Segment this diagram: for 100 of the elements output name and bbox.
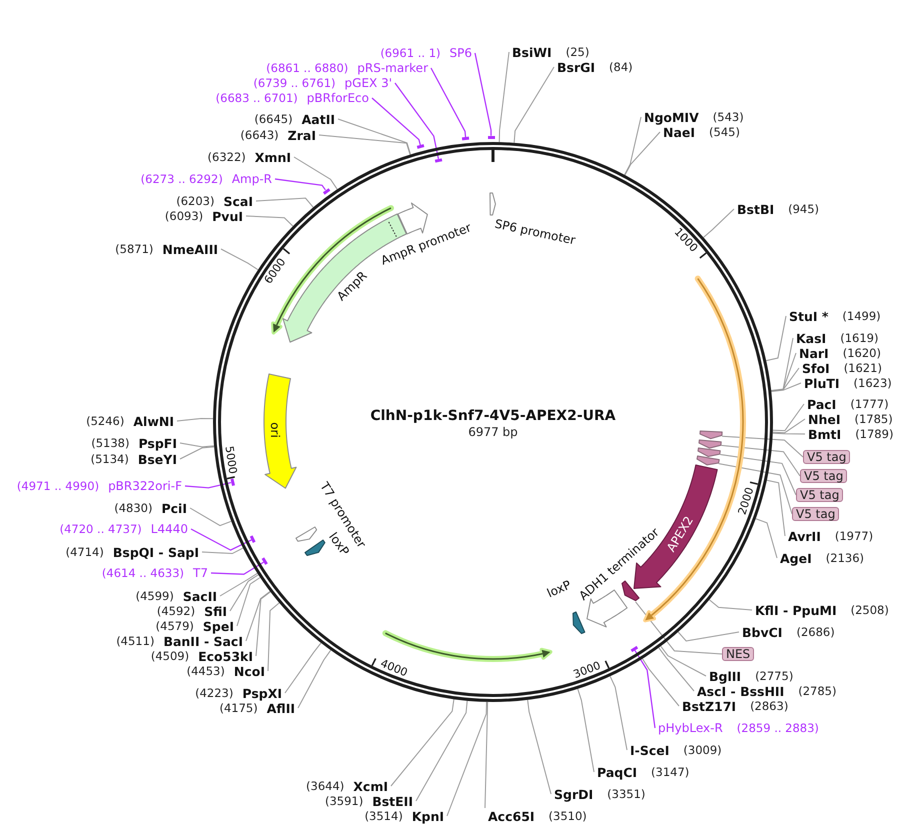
leader-line [202, 548, 244, 554]
leader-line [610, 676, 628, 750]
leader-line [246, 590, 271, 642]
tick-label: 2000 [735, 486, 756, 517]
leader-line [708, 599, 752, 610]
site-position: (2863) [750, 698, 788, 714]
site-position: (3351) [607, 786, 646, 802]
tag-feature [696, 455, 720, 466]
feature-tag: V5 tag [800, 469, 848, 483]
enzyme-name: KpnI [412, 808, 444, 824]
leader-line [220, 248, 258, 270]
site-position: (84) [609, 60, 633, 74]
primer-site-mark [262, 558, 268, 566]
leader-line [624, 132, 660, 176]
leader-line [284, 642, 322, 694]
enzyme-name: PciI [161, 500, 187, 516]
leader-line [220, 572, 258, 596]
leader-line [372, 98, 421, 146]
leader-line [527, 699, 552, 794]
tick-label: 3000 [572, 658, 603, 681]
leader-line [256, 591, 271, 656]
primer-name: L4440 [150, 522, 188, 536]
leader-line [772, 432, 806, 434]
site-position: (4223) [195, 686, 234, 700]
primer-position: (4614 .. 4633) [102, 566, 184, 580]
enzyme-name: SgrDI [554, 786, 594, 802]
leader-line [180, 446, 215, 460]
leader-line [446, 701, 488, 816]
enzyme-name: PluTI [804, 376, 840, 390]
plasmid-size: 6977 bp [468, 425, 518, 440]
enzyme-name: NcoI [234, 664, 265, 678]
leader-line [474, 52, 492, 136]
site-position: (1777) [850, 396, 889, 412]
primer-position: (6961 .. 1) [380, 46, 440, 60]
enzyme-name: Acc65I [488, 808, 535, 824]
primer-site-mark [250, 536, 256, 544]
leader-line [498, 52, 510, 143]
primer-position: (6861 .. 6880) [266, 60, 348, 76]
tag-feature [696, 446, 722, 458]
site-position: (4579) [156, 618, 194, 634]
tick-label: 4000 [378, 656, 410, 680]
site-position: (1621) [844, 360, 882, 376]
enzyme-name: AgeI [780, 550, 812, 566]
leader-line [236, 576, 261, 626]
leader-line [770, 352, 796, 392]
feature-tag: V5 tag [796, 488, 844, 502]
site-position: (4830) [114, 500, 152, 516]
leader-line [416, 700, 468, 802]
enzyme-name: BspQI - SapI [112, 544, 199, 560]
enzyme-name: XcmI [353, 778, 388, 794]
site-position: (545) [709, 124, 740, 140]
enzyme-name: SfiI [204, 604, 227, 618]
site-position: (5246) [86, 414, 124, 428]
feature-tag: V5 tag [792, 507, 840, 521]
enzyme-name: ScaI [224, 194, 253, 208]
primer-name: SP6 [450, 46, 472, 60]
site-position: (543) [712, 110, 744, 124]
leader-line [176, 418, 214, 422]
leader-line [766, 316, 786, 362]
leader-line [770, 382, 802, 392]
site-position: (6643) [240, 128, 279, 142]
site-position: (1785) [854, 412, 893, 426]
enzyme-name: BstZ17I [682, 698, 736, 714]
enzyme-name: AlwNI [133, 414, 174, 428]
enzyme-name: BstBI [737, 202, 774, 216]
leader-line [184, 482, 232, 488]
leader-line [210, 562, 264, 575]
site-position: (3591) [324, 794, 364, 808]
leader-line [678, 632, 740, 642]
leader-line [294, 156, 338, 190]
leader-line [514, 66, 554, 144]
enzyme-name: BmtI [808, 426, 842, 442]
enzyme-name: AflII [266, 700, 295, 716]
site-position: (3644) [306, 778, 344, 794]
site-position: (1977) [834, 528, 874, 544]
leader-line [766, 480, 786, 536]
site-position: (1623) [854, 376, 892, 390]
leader-line [577, 688, 594, 772]
primer-position: (6683 .. 6701) [216, 90, 298, 106]
leader-line [770, 338, 794, 391]
site-position: (2508) [850, 602, 889, 618]
leader-line [180, 442, 215, 448]
site-position: (4592) [156, 604, 196, 618]
leader-line [703, 208, 734, 238]
leader-line [772, 418, 806, 434]
plasmid-name: ClhN-p1k-Snf7-4V5-APEX2-URA [370, 408, 616, 425]
enzyme-name: Eco53kI [198, 648, 253, 664]
enzyme-name: PaqCI [597, 764, 638, 780]
primer-name: pBRforEco [306, 90, 369, 106]
primer-position: (4720 .. 4737) [60, 522, 142, 536]
site-position: (6203) [176, 194, 214, 208]
leader-line [658, 647, 694, 692]
enzyme-name: NheI [808, 412, 840, 426]
leader-line [190, 508, 232, 526]
site-position: (2775) [755, 668, 794, 684]
site-position: (2785) [798, 684, 836, 698]
primer-site-mark [488, 136, 495, 138]
leader-line [430, 68, 466, 138]
leader-line [274, 178, 326, 190]
enzyme-name: XmnI [254, 150, 291, 164]
